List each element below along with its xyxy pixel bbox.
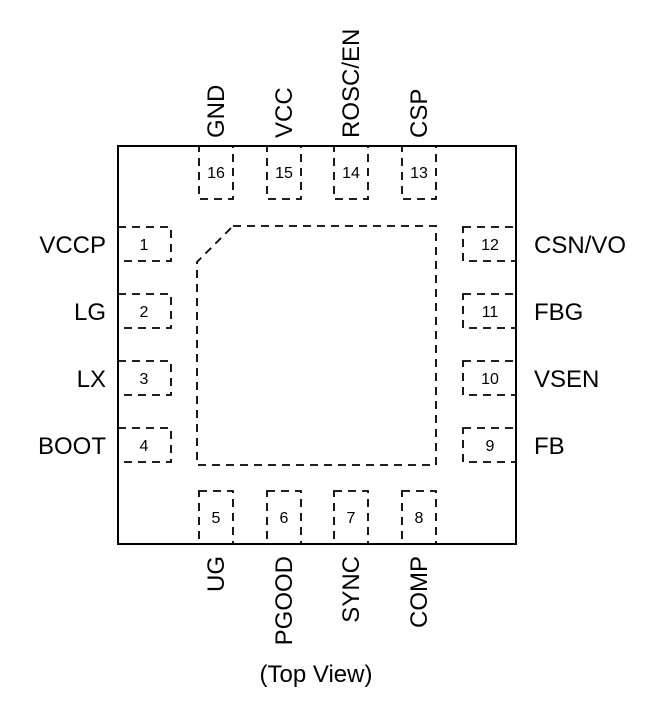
pin-4-label: BOOT: [38, 433, 106, 460]
pin-7-label: SYNC: [338, 556, 365, 623]
pin-16-label: GND: [203, 85, 230, 138]
pin-5-pad: [198, 490, 234, 545]
pin-12-pad: [462, 226, 517, 262]
pin-10-pad: [462, 360, 517, 396]
pin-3-label: LX: [77, 366, 106, 393]
pin-14-label: ROSC/EN: [338, 29, 365, 138]
pin-7-pad: [333, 490, 369, 545]
pin-16-number: 16: [207, 165, 225, 182]
pin-2-pad: [117, 293, 172, 329]
pin-6-number: 6: [280, 510, 289, 527]
pin-11-pad: [462, 293, 517, 329]
pin-13-number: 13: [410, 165, 428, 182]
exposed-pad-outline: [196, 225, 437, 466]
pin-9-label: FB: [534, 433, 565, 460]
pin-2-number: 2: [140, 304, 149, 321]
pin-3-number: 3: [140, 371, 149, 388]
pin-8-label: COMP: [406, 556, 433, 628]
pin-9-number: 9: [486, 438, 495, 455]
pin-14-pad: [333, 145, 369, 200]
pin-1-pad: [117, 226, 172, 262]
pin-8-pad: [401, 490, 437, 545]
pin-10-number: 10: [481, 371, 499, 388]
pin-11-label: FBG: [534, 299, 583, 326]
pin-5-number: 5: [212, 510, 221, 527]
pin-6-pad: [266, 490, 302, 545]
pin-13-pad: [401, 145, 437, 200]
pin-12-number: 12: [481, 237, 499, 254]
package-outline: [117, 145, 517, 545]
pin-15-label: VCC: [271, 87, 298, 138]
pin-14-number: 14: [342, 165, 360, 182]
view-caption: (Top View): [260, 661, 373, 688]
pin-8-number: 8: [415, 510, 424, 527]
pins-layer: 1 VCCP 2 LG 3 LX 4 BOOT 9 FB 10 VSEN 11 FBG 12 CSN/VO 5U…: [38, 29, 626, 646]
pin-7-number: 7: [347, 510, 356, 527]
pin-15-number: 15: [275, 165, 293, 182]
pin-4-number: 4: [140, 438, 149, 455]
pin-10-label: VSEN: [534, 366, 599, 393]
pin-3-pad: [117, 360, 172, 396]
pin-4-pad: [117, 427, 172, 463]
pin-15-pad: [266, 145, 302, 200]
pin-13-label: CSP: [406, 89, 433, 138]
pin-2-label: LG: [74, 299, 106, 326]
pin-1-number: 1: [140, 237, 149, 254]
pin-1-label: VCCP: [39, 232, 106, 259]
pin-12-label: CSN/VO: [534, 232, 626, 259]
pin-6-label: PGOOD: [271, 556, 298, 645]
pin-9-pad: [462, 427, 517, 463]
pin-11-number: 11: [482, 304, 499, 321]
pin-16-pad: [198, 145, 234, 200]
pin-5-label: UG: [203, 556, 230, 592]
